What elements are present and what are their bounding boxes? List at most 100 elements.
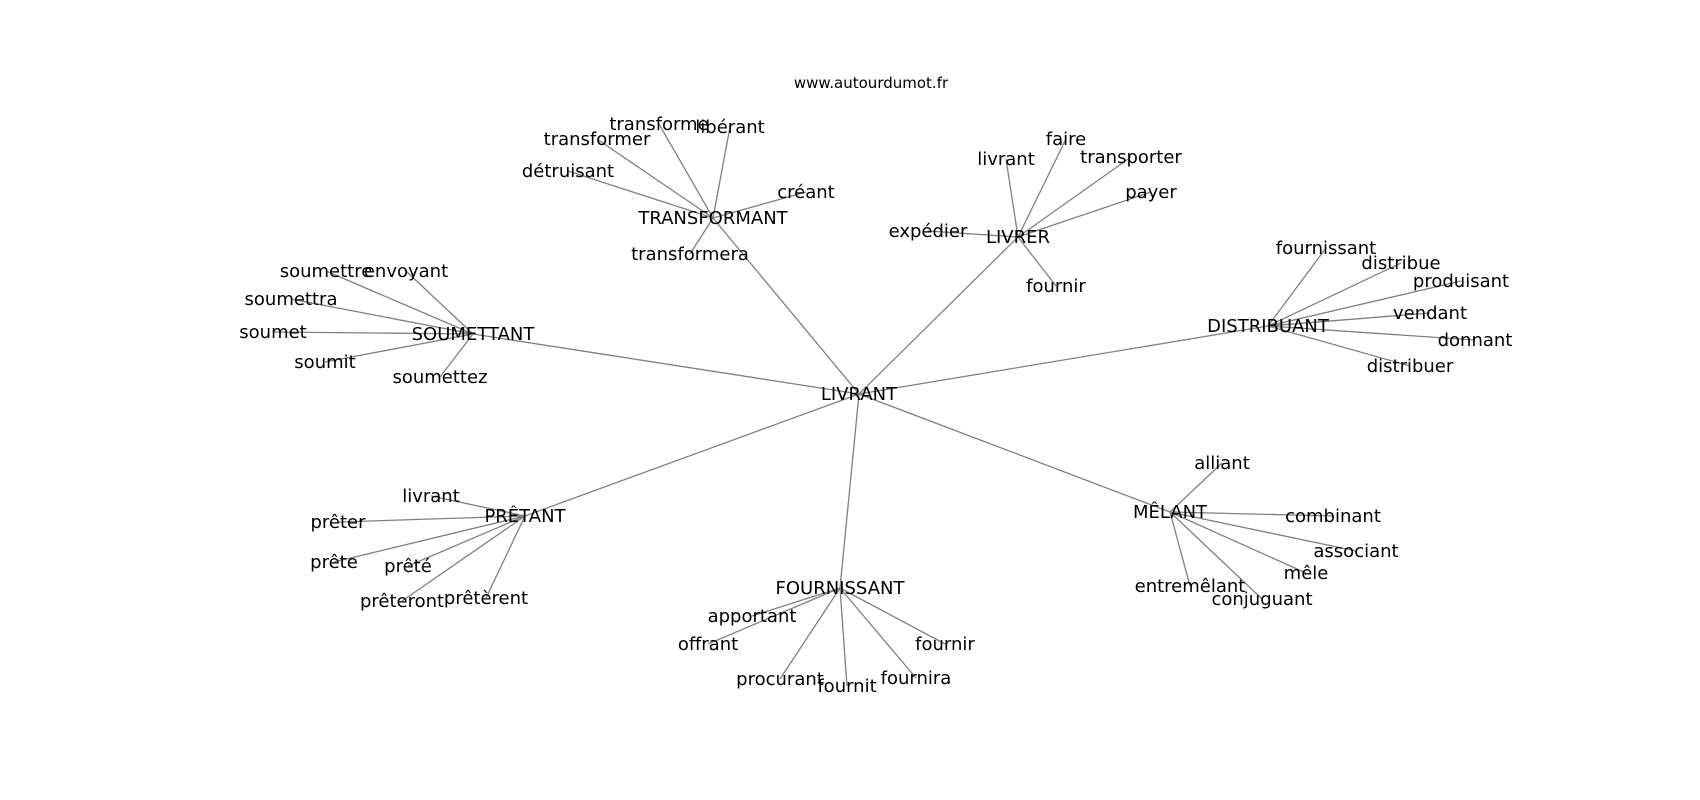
- graph-edge: [337, 515, 526, 523]
- graph-edge: [596, 138, 714, 219]
- graph-edge: [1267, 325, 1476, 341]
- leaf-node-label: distribuer: [1367, 356, 1454, 377]
- center-node-label: LIVRANT: [821, 384, 898, 405]
- leaf-node-label: fournir: [1026, 276, 1086, 297]
- cluster-node-label: TRANSFORMANT: [637, 208, 788, 229]
- leaf-node-label: transporter: [1080, 147, 1182, 168]
- leaf-node-label: alliant: [1194, 453, 1250, 474]
- leaf-node-label: créant: [777, 182, 834, 203]
- graph-edge: [1169, 511, 1307, 574]
- leaf-node-label: combinant: [1285, 506, 1381, 527]
- leaf-node-label: mêle: [1284, 563, 1329, 584]
- graph-edge: [839, 587, 917, 679]
- graph-edge: [567, 170, 714, 219]
- graph-edge: [839, 587, 848, 687]
- leaf-node-label: offrant: [678, 634, 738, 655]
- cluster-node-label: LIVRER: [986, 227, 1050, 248]
- graph-edge: [712, 126, 731, 219]
- leaf-node-label: associant: [1313, 541, 1398, 562]
- graph-edge: [1169, 462, 1223, 513]
- graph-edge: [407, 515, 526, 567]
- leaf-node-label: fournissant: [1276, 238, 1377, 259]
- leaf-node-label: soumettra: [245, 289, 338, 310]
- graph-edge: [472, 333, 860, 395]
- graph-edge: [1017, 191, 1152, 238]
- leaf-node-label: conjuguant: [1211, 589, 1312, 610]
- graph-edge: [325, 270, 474, 335]
- leaf-node-label: faire: [1046, 129, 1086, 150]
- graph-edges: [272, 123, 1476, 687]
- leaf-node-label: fournit: [817, 676, 876, 697]
- graph-edge: [689, 217, 714, 255]
- graph-edge: [1267, 312, 1431, 327]
- leaf-node-label: transformera: [631, 244, 749, 265]
- graph-edge: [272, 331, 474, 335]
- graph-edge: [839, 393, 860, 589]
- graph-edge: [439, 333, 474, 378]
- leaf-node-label: payer: [1125, 182, 1177, 203]
- graph-edge: [1267, 280, 1462, 327]
- graph-edge: [1169, 511, 1263, 600]
- graph-edge: [401, 515, 526, 602]
- graph-edge: [858, 325, 1269, 395]
- leaf-node-label: livrant: [402, 486, 460, 507]
- leaf-node-label: fournir: [915, 634, 975, 655]
- graph-edge: [1017, 156, 1132, 238]
- graph-edge: [405, 270, 474, 335]
- leaf-node-label: prêtèrent: [444, 588, 528, 609]
- graph-edge: [927, 230, 1019, 238]
- graph-edge: [1017, 138, 1067, 238]
- leaf-node-label: prêté: [384, 556, 432, 577]
- graph-edge: [430, 495, 526, 517]
- graph-edge: [858, 236, 1019, 395]
- graph-edge: [658, 123, 714, 219]
- leaf-node-label: soumet: [239, 322, 306, 343]
- leaf-node-label: détruisant: [522, 161, 614, 182]
- leaf-node-label: envoyant: [364, 261, 448, 282]
- graph-edge: [858, 393, 1171, 513]
- leaf-node-label: libérant: [695, 117, 764, 138]
- leaf-node-label: distribue: [1361, 253, 1440, 274]
- graph-edge: [1005, 158, 1019, 238]
- graph-edge: [524, 393, 860, 517]
- leaf-node-label: expédier: [889, 221, 968, 242]
- leaf-node-label: apportant: [708, 606, 797, 627]
- cluster-node-label: PRÊTANT: [484, 505, 566, 527]
- cluster-node-label: MÊLANT: [1133, 501, 1208, 523]
- site-url: www.autourdumot.fr: [794, 74, 949, 92]
- graph-edge: [1169, 511, 1334, 517]
- leaf-node-label: prête: [310, 552, 358, 573]
- graph-edge: [1267, 262, 1402, 327]
- leaf-node-label: entremêlant: [1135, 576, 1246, 597]
- leaf-node-label: soumit: [294, 352, 355, 373]
- leaf-node-label: transforme: [609, 114, 708, 135]
- leaf-node-label: donnant: [1438, 330, 1513, 351]
- leaf-node-label: livrant: [977, 149, 1035, 170]
- graph-edge: [1017, 236, 1057, 287]
- leaf-node-label: vendant: [1393, 303, 1467, 324]
- graph-edge: [1169, 511, 1357, 552]
- leaf-node-label: prêteront: [360, 591, 444, 612]
- cluster-node-label: SOUMETTANT: [412, 324, 536, 345]
- leaf-node-label: transformer: [544, 129, 651, 150]
- graph-edge: [1169, 511, 1191, 587]
- cluster-node-label: DISTRIBUANT: [1207, 316, 1330, 337]
- graph-edge: [333, 515, 526, 563]
- graph-edge: [712, 217, 860, 395]
- graph-edge: [839, 587, 946, 645]
- cluster-node-label: FOURNISSANT: [776, 578, 906, 599]
- leaf-node-label: soumettez: [392, 367, 487, 388]
- graph-edge: [779, 587, 841, 680]
- graph-edge: [324, 333, 474, 363]
- graph-edge: [1267, 325, 1411, 367]
- graph-edge: [751, 587, 841, 617]
- graph-edge: [485, 515, 526, 599]
- leaf-node-label: produisant: [1413, 271, 1509, 292]
- graph-edge: [290, 298, 474, 335]
- leaf-node-label: procurant: [736, 669, 824, 690]
- graph-edge: [1267, 247, 1327, 327]
- graph-edge: [707, 587, 841, 645]
- graph-edge: [712, 191, 807, 219]
